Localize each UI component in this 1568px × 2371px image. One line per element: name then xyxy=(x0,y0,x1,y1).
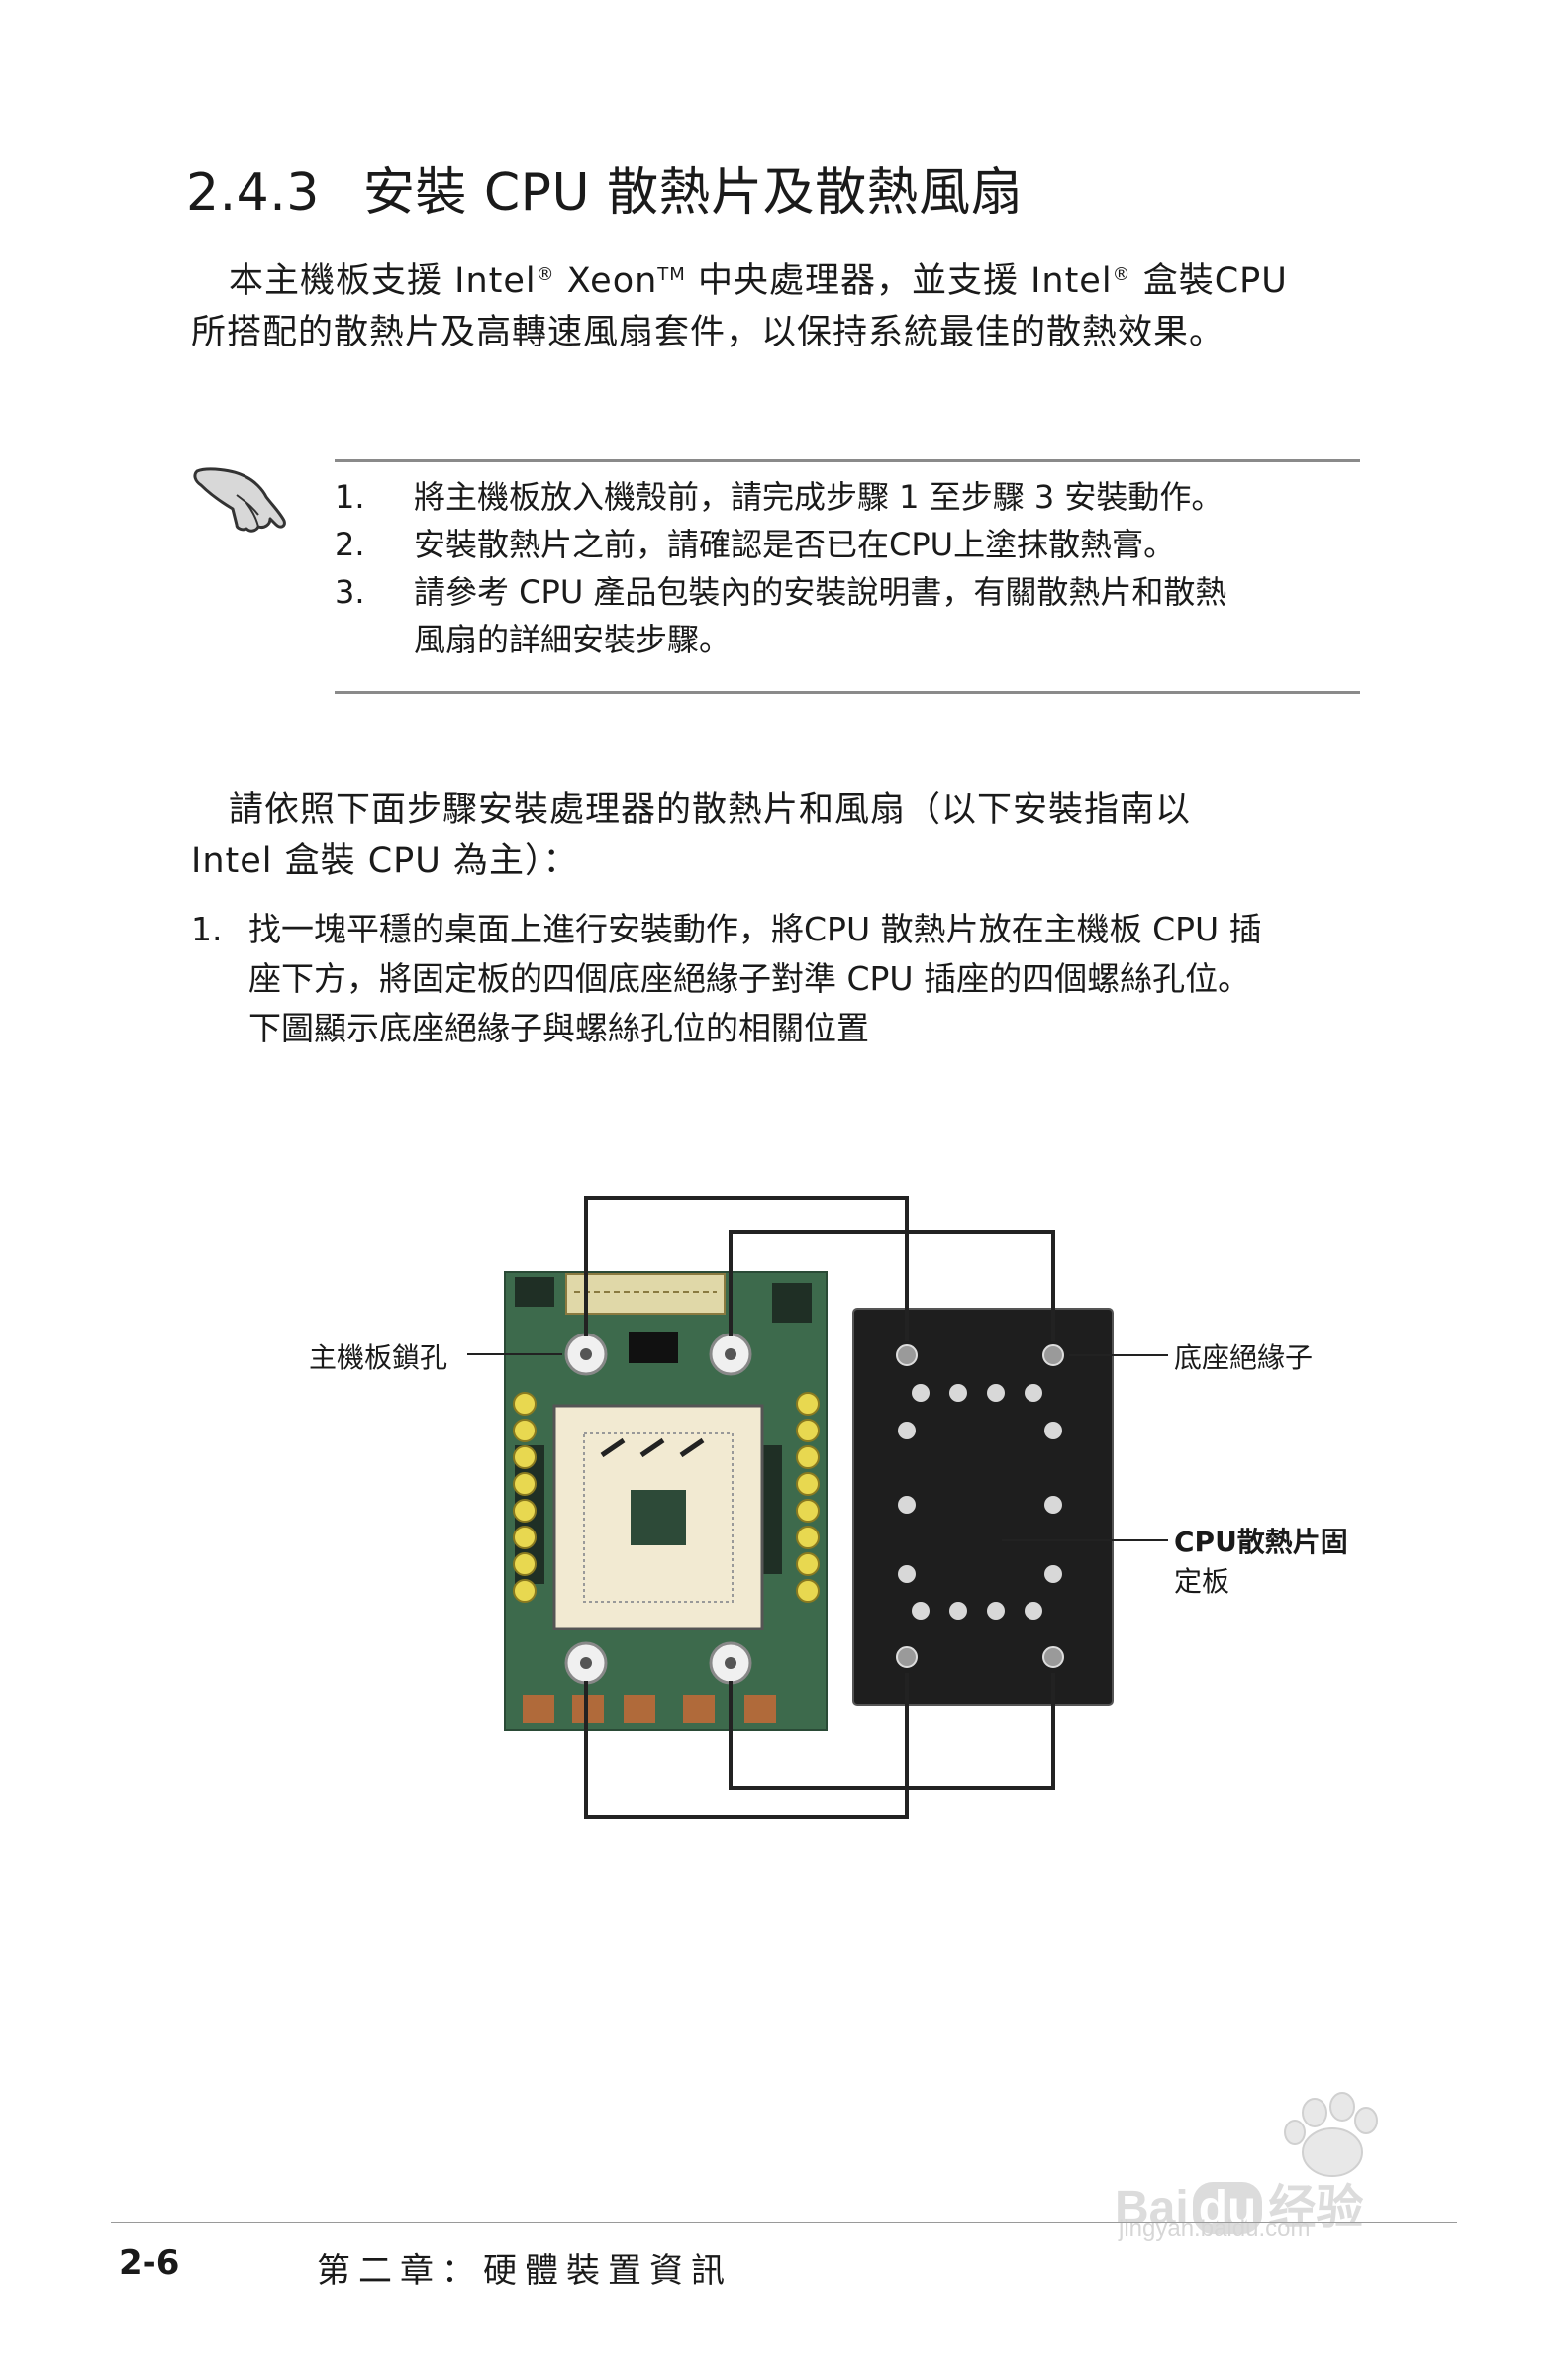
intro-line-1: 本主機板支援 Intel® XeonTM 中央處理器，並支援 Intel® 盒裝… xyxy=(229,261,1288,301)
list-item: 3.請參考 CPU 產品包裝內的安裝說明書，有關散熱片和散熱 xyxy=(335,573,1227,611)
motherboard-photo xyxy=(504,1271,828,1731)
chapter-title: 第二章：硬體裝置資訊 xyxy=(317,2251,733,2291)
alignment-lines xyxy=(584,1196,1055,1819)
page-number: 2-6 xyxy=(119,2243,180,2283)
note-list: 1.將主機板放入機殼前，請完成步驟 1 至步驟 3 安裝動作。 2.安裝散熱片之… xyxy=(335,473,1364,663)
list-item: 2.安裝散熱片之前，請確認是否已在CPU上塗抹散熱膏。 xyxy=(335,526,1176,563)
footer-rule xyxy=(111,2222,1457,2223)
step-1: 1.找一塊平穩的桌面上進行安裝動作，將CPU 散熱片放在主機板 CPU 插 座下… xyxy=(191,905,1379,1053)
label-leaders xyxy=(467,1353,1168,1541)
intro-line-2: 所搭配的散熱片及高轉速風扇套件，以保持系統最佳的散熱效果。 xyxy=(191,313,1225,352)
note-bottom-rule xyxy=(335,691,1360,694)
procedure-intro: 請依照下面步驟安裝處理器的散熱片和風扇（以下安裝指南以 Intel 盒裝 CPU… xyxy=(191,790,1192,881)
list-item: 1.將主機板放入機殼前，請完成步驟 1 至步驟 3 安裝動作。 xyxy=(335,478,1224,516)
label-standoffs: 底座絕緣子 xyxy=(1174,1341,1314,1374)
heatsink-retention-plate xyxy=(852,1308,1114,1706)
baidu-paw-logo-icon xyxy=(1284,2092,1378,2177)
label-mount-holes: 主機板鎖孔 xyxy=(309,1341,448,1374)
section-number: 2.4.3 xyxy=(186,163,320,223)
note-top-rule xyxy=(335,459,1360,462)
pointing-hand-icon xyxy=(193,467,286,533)
list-item-continuation: 風扇的詳細安裝步驟。 xyxy=(414,621,732,658)
section-heading: 2.4.3 安裝 CPU 散熱片及散熱風扇 xyxy=(186,150,1023,225)
step-number: 1. xyxy=(191,910,223,948)
label-retention-plate: CPU散熱片固 定板 xyxy=(1174,1526,1348,1598)
section-title: 安裝 CPU 散熱片及散熱風扇 xyxy=(362,163,1024,223)
intro-paragraph: 本主機板支援 Intel® XeonTM 中央處理器，並支援 Intel® 盒裝… xyxy=(191,249,1379,358)
